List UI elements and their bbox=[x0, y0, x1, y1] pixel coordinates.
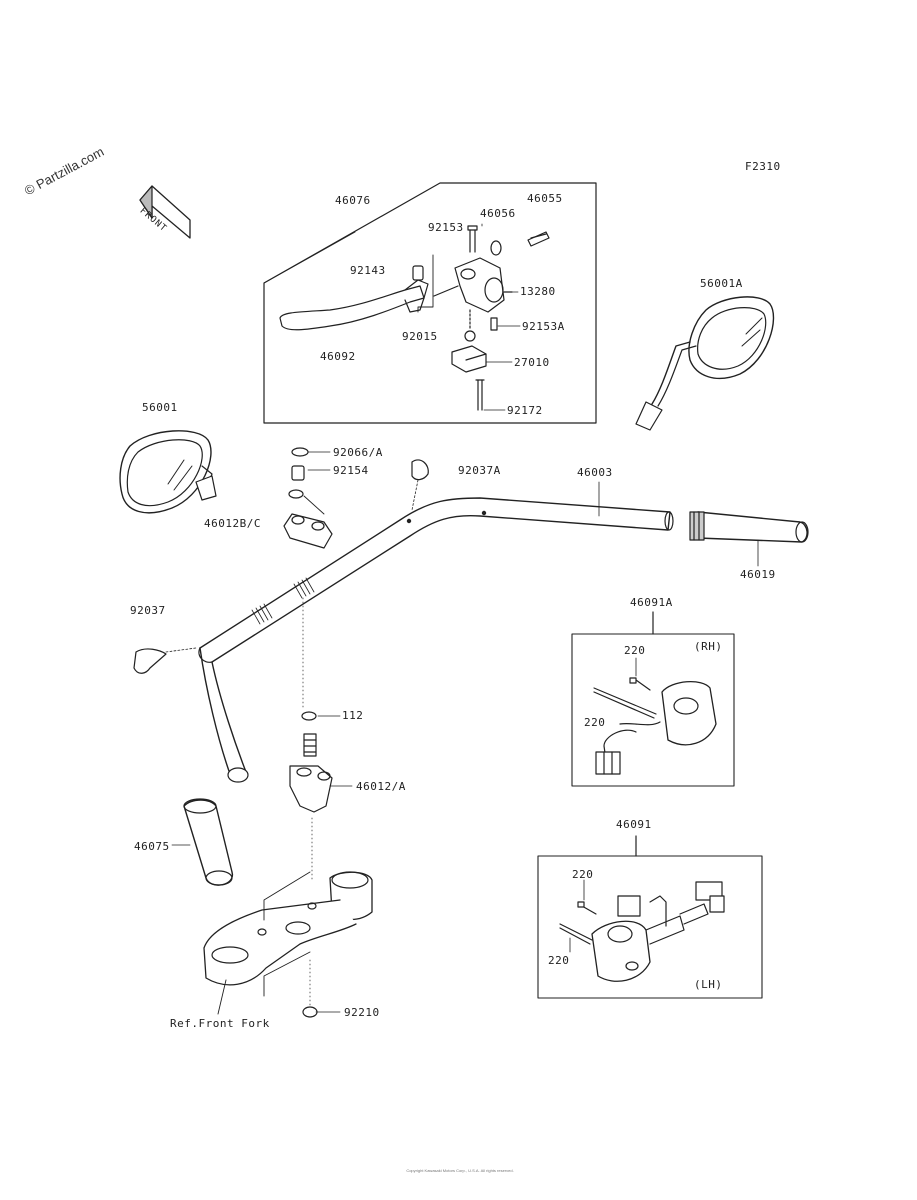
cylinder-fasteners bbox=[412, 225, 550, 411]
right-grip bbox=[689, 511, 809, 543]
rh-label: (RH) bbox=[694, 640, 723, 653]
part-label-46012bc: 46012B/C bbox=[204, 517, 261, 530]
part-label-92154: 92154 bbox=[333, 464, 369, 477]
part-label-46092: 46092 bbox=[320, 350, 356, 363]
master-cylinder-body bbox=[433, 257, 513, 313]
ref-front-fork-label: Ref.Front Fork bbox=[170, 1017, 270, 1030]
part-label-220-lh-side: 220 bbox=[548, 954, 570, 967]
part-label-92066a: 92066/A bbox=[333, 446, 383, 459]
lh-label: (LH) bbox=[694, 978, 723, 991]
part-label-56001: 56001 bbox=[142, 401, 178, 414]
part-label-46056: 46056 bbox=[480, 207, 516, 220]
left-grip bbox=[183, 798, 233, 886]
part-label-92143: 92143 bbox=[350, 264, 386, 277]
part-label-92153a: 92153A bbox=[522, 320, 565, 333]
brake-lever bbox=[279, 279, 429, 331]
part-label-46076: 46076 bbox=[335, 194, 371, 207]
part-label-56001a: 56001A bbox=[700, 277, 743, 290]
leader-lines bbox=[171, 223, 759, 1013]
part-label-46003: 46003 bbox=[577, 466, 613, 479]
upper-triple-clamp bbox=[203, 817, 373, 1018]
part-label-46055: 46055 bbox=[527, 192, 563, 205]
clip-92037a bbox=[411, 459, 429, 481]
part-label-92037a: 92037A bbox=[458, 464, 501, 477]
rh-switch-box bbox=[571, 611, 735, 787]
figure-code: F2310 bbox=[745, 160, 781, 173]
part-label-92153: 92153 bbox=[428, 221, 464, 234]
clip-92037 bbox=[133, 648, 167, 674]
part-label-92015: 92015 bbox=[402, 330, 438, 343]
left-mirror bbox=[119, 430, 217, 514]
part-label-46019: 46019 bbox=[740, 568, 776, 581]
part-label-220-rh-top: 220 bbox=[624, 644, 646, 657]
part-label-46091a: 46091A bbox=[630, 596, 673, 609]
part-label-92037: 92037 bbox=[130, 604, 166, 617]
copyright-notice: Copyright Kawasaki Motors Corp., U.S.A. … bbox=[406, 1168, 514, 1173]
lh-switch-box bbox=[537, 835, 763, 999]
handlebar bbox=[198, 497, 674, 783]
lower-holder bbox=[289, 711, 333, 813]
part-label-46075: 46075 bbox=[134, 840, 170, 853]
part-label-27010: 27010 bbox=[514, 356, 550, 369]
part-label-92172: 92172 bbox=[507, 404, 543, 417]
part-label-112: 112 bbox=[342, 709, 364, 722]
part-label-46012a: 46012/A bbox=[356, 780, 406, 793]
part-label-46091: 46091 bbox=[616, 818, 652, 831]
part-label-220-lh-top: 220 bbox=[572, 868, 594, 881]
part-label-13280: 13280 bbox=[520, 285, 556, 298]
front-arrow-icon bbox=[139, 185, 191, 239]
upper-clamp bbox=[283, 447, 333, 549]
part-label-220-rh-side: 220 bbox=[584, 716, 606, 729]
part-label-92210: 92210 bbox=[344, 1006, 380, 1019]
master-cylinder-box bbox=[263, 182, 597, 424]
right-mirror bbox=[635, 296, 775, 431]
